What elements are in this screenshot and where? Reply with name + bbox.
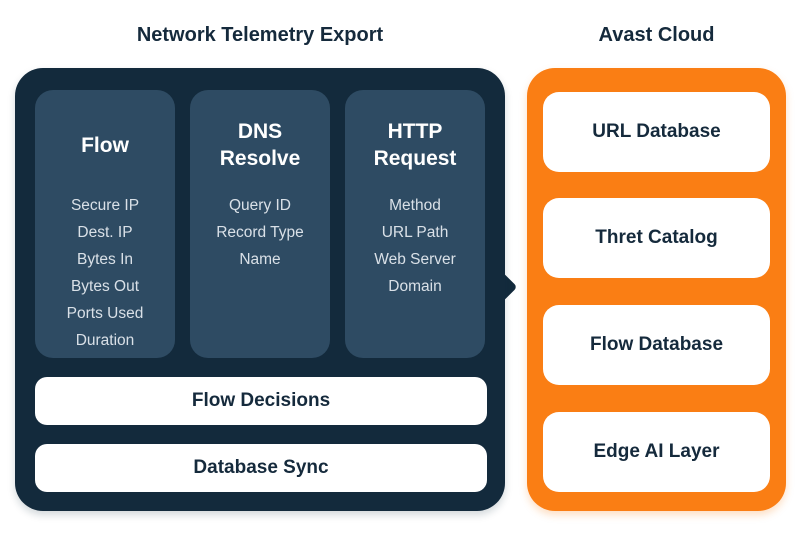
telemetry-panel: Flow Secure IP Dest. IP Bytes In Bytes O… xyxy=(15,68,505,511)
http-request-column-heading: HTTP Request xyxy=(373,120,457,170)
http-request-column: HTTP Request Method URL Path Web Server … xyxy=(345,90,485,358)
list-item: Duration xyxy=(75,332,135,349)
list-item: Method xyxy=(389,197,441,214)
cloud-title: Avast Cloud xyxy=(598,24,715,46)
http-request-column-items: Method URL Path Web Server Domain xyxy=(345,192,485,300)
list-item: Dest. IP xyxy=(77,224,133,241)
database-sync-bar: Database Sync xyxy=(35,444,487,492)
list-item: Bytes Out xyxy=(70,278,140,295)
edge-ai-layer-box: Edge AI Layer xyxy=(543,412,770,492)
flow-column: Flow Secure IP Dest. IP Bytes In Bytes O… xyxy=(35,90,175,358)
list-item: Name xyxy=(239,251,281,268)
flow-decisions-bar: Flow Decisions xyxy=(35,377,487,425)
telemetry-title: Network Telemetry Export xyxy=(136,24,384,46)
cloud-panel: URL Database Thret Catalog Flow Database… xyxy=(527,68,786,511)
list-item: Ports Used xyxy=(66,305,144,322)
flow-column-items: Secure IP Dest. IP Bytes In Bytes Out Po… xyxy=(35,192,175,354)
list-item: URL Path xyxy=(381,224,449,241)
dns-resolve-column-items: Query ID Record Type Name xyxy=(190,192,330,273)
flow-column-heading: Flow xyxy=(81,133,129,157)
list-item: Bytes In xyxy=(77,251,133,268)
dns-resolve-column: DNS Resolve Query ID Record Type Name xyxy=(190,90,330,358)
database-sync-label: Database Sync xyxy=(193,457,329,478)
url-database-box: URL Database xyxy=(543,92,770,172)
list-item: Record Type xyxy=(216,224,304,241)
flow-database-box: Flow Database xyxy=(543,305,770,385)
list-item: Query ID xyxy=(228,197,291,214)
flow-decisions-label: Flow Decisions xyxy=(191,390,331,411)
dns-resolve-column-heading: DNS Resolve xyxy=(219,120,301,170)
threat-catalog-box: Thret Catalog xyxy=(543,198,770,278)
list-item: Web Server Domain xyxy=(374,251,456,295)
list-item: Secure IP xyxy=(70,197,140,214)
